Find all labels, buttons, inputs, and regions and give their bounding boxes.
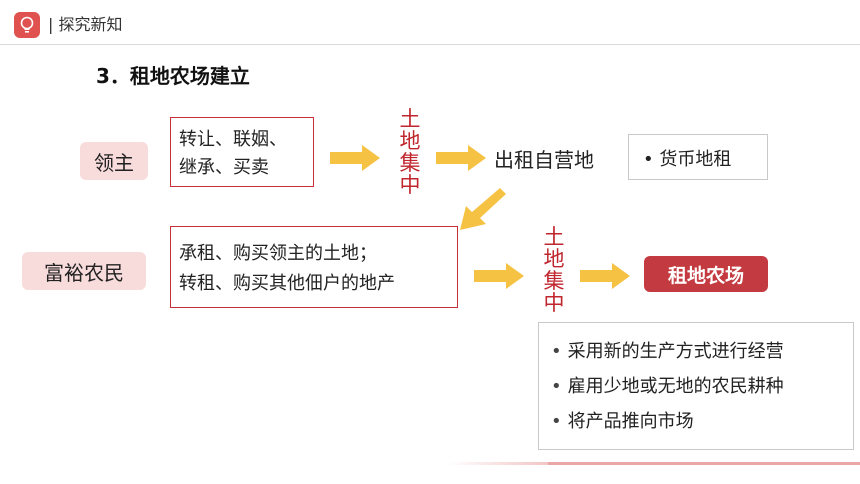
role-rich-peasant: 富裕农民 [22,252,146,290]
farm-features-box: • 采用新的生产方式进行经营 • 雇用少地或无地的农民耕种 • 将产品推向市场 [538,322,854,450]
peasant-methods-line1: 承租、购买领主的土地； [179,243,377,264]
header-title: | 探究新知 [48,15,123,34]
money-rent-box: • 货币地租 [628,134,768,180]
arrow-down-left-icon [460,188,506,230]
header-divider [0,44,860,45]
arrow-right-icon [330,145,380,171]
role-lord: 领主 [80,142,148,180]
section-title: 3．租地农场建立 [96,64,250,88]
lightbulb-icon [20,16,34,33]
arrow-right-icon [436,145,486,171]
lord-methods-box: 转让、联姻、 继承、买卖 [170,117,314,187]
bottom-decor-bar [448,462,860,465]
lease-demesne-label: 出租自营地 [494,148,594,172]
lord-methods-line1: 转让、联姻、 [179,129,287,150]
lord-methods-line2: 继承、买卖 [179,157,269,178]
tenant-farm-label: 租地农场 [644,256,768,292]
bullet: • [643,149,654,170]
peasant-methods-line2: 转租、购买其他佃户的地产 [179,273,395,294]
land-concentration-label-top: 土 地 集 中 [399,107,421,197]
arrow-right-icon [580,263,630,289]
land-concentration-label-bottom: 土 地 集 中 [543,225,565,315]
arrow-right-icon [474,263,524,289]
money-rent-text: 货币地租 [659,149,732,170]
peasant-methods-box: 承租、购买领主的土地； 转租、购买其他佃户的地产 [170,226,458,308]
feature-item: • 将产品推向市场 [551,411,694,432]
feature-item: • 采用新的生产方式进行经营 [551,341,784,362]
feature-item: • 雇用少地或无地的农民耕种 [551,376,784,397]
logo [14,12,40,38]
